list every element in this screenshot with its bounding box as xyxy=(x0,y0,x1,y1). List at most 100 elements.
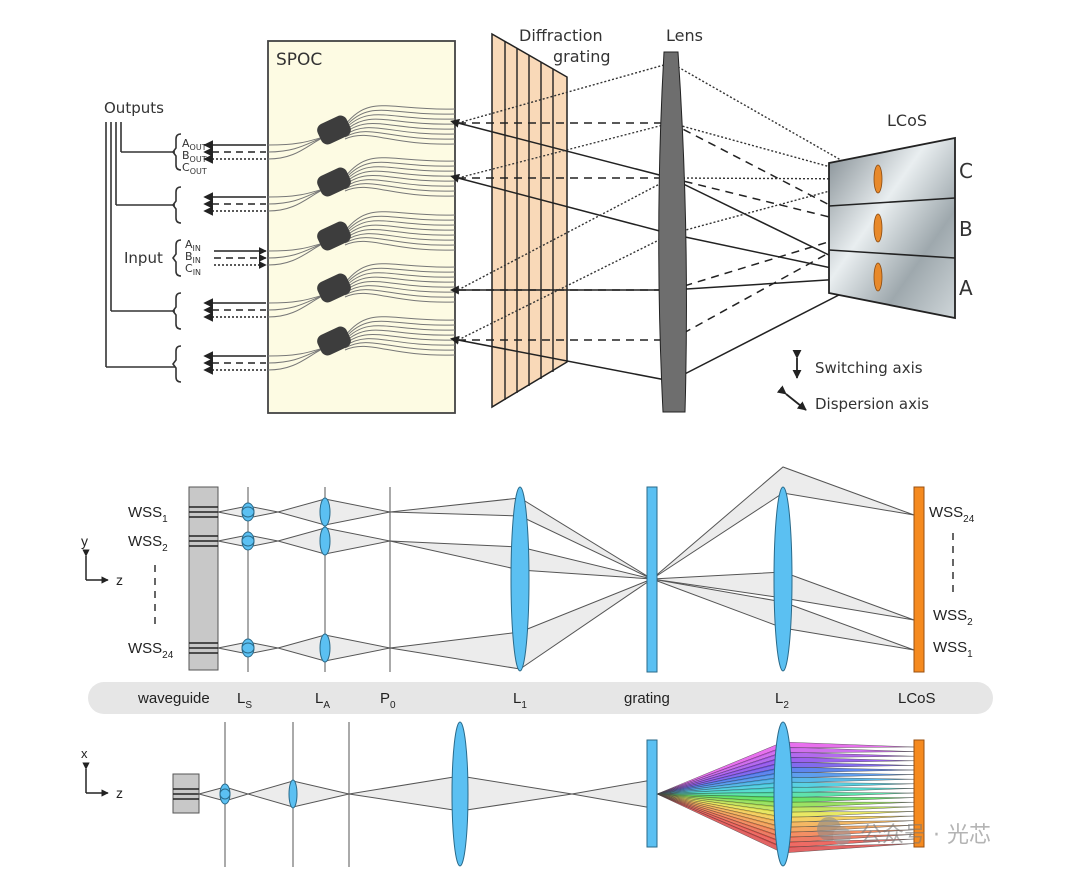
coupler xyxy=(317,326,351,356)
dispersion-axis-label: Dispersion axis xyxy=(815,395,929,413)
beam-b xyxy=(670,122,875,229)
yz-beam xyxy=(276,634,391,662)
spectral-ray xyxy=(782,771,915,779)
left-label-wss24: WSS24 xyxy=(128,640,174,661)
output-waveguide xyxy=(344,229,456,240)
component-waveguide: waveguide xyxy=(137,690,210,707)
beam-c xyxy=(457,62,672,124)
component-la: LA xyxy=(315,690,330,711)
left-label-wss2: WSS2 xyxy=(128,533,168,554)
l2-lens-yz xyxy=(773,486,793,672)
spectral-ray xyxy=(782,766,915,774)
output-waveguide xyxy=(344,345,456,356)
xz-beam xyxy=(571,779,653,809)
output-waveguide xyxy=(344,220,456,236)
svg-text:CIN: CIN xyxy=(185,262,201,277)
spectral-ray xyxy=(782,756,915,764)
output-waveguide xyxy=(344,186,456,197)
output-waveguide xyxy=(344,175,456,186)
beam-c xyxy=(457,122,672,179)
output-waveguide xyxy=(344,109,456,128)
output-waveguide xyxy=(344,285,456,294)
lcos-yz xyxy=(913,486,925,673)
yz-beam xyxy=(276,498,391,526)
right-label-wss24: WSS24 xyxy=(929,504,975,525)
output-waveguide xyxy=(344,338,456,347)
right-label-wss2: WSS2 xyxy=(933,607,973,628)
output-waveguide xyxy=(344,179,456,188)
lcos-region-b: B xyxy=(959,217,973,241)
output-waveguide xyxy=(344,114,456,130)
svg-text:AIN: AIN xyxy=(185,238,201,253)
lcos-label: LCoS xyxy=(887,111,927,130)
yz-axes-icon xyxy=(82,549,109,584)
output-waveguide xyxy=(344,215,456,234)
yz-axis-z: z xyxy=(116,572,123,588)
output-waveguide xyxy=(344,240,456,251)
output-waveguide xyxy=(344,342,456,351)
output-waveguide xyxy=(344,325,456,341)
la-lenses xyxy=(319,497,331,663)
lens xyxy=(658,51,687,413)
beam-c xyxy=(670,178,875,235)
output-waveguide xyxy=(344,224,456,238)
spoc-label: SPOC xyxy=(276,50,322,70)
waveguide-channels xyxy=(189,506,218,654)
svg-text:BOUT: BOUT xyxy=(182,149,207,164)
beam-a xyxy=(450,173,672,235)
output-waveguide xyxy=(344,276,456,290)
lcos-mirror-b xyxy=(873,213,883,243)
xz-axes-icon xyxy=(82,762,109,797)
beam-b xyxy=(670,227,875,291)
output-waveguide xyxy=(344,118,456,132)
top-diagram: Outputs AOUT BOUT COUT Input xyxy=(104,26,973,414)
port-arrows xyxy=(203,140,267,375)
output-waveguide xyxy=(344,281,456,292)
component-grating: grating xyxy=(624,690,670,707)
output-waveguide xyxy=(344,211,456,232)
output-waveguide xyxy=(344,166,456,182)
beam-c xyxy=(670,62,875,180)
coupler xyxy=(317,115,351,145)
lcos-mirror-a xyxy=(873,262,883,292)
in-port-labels: AIN BIN CIN xyxy=(185,238,201,277)
dispersion-fan xyxy=(571,741,915,854)
xz-beams xyxy=(197,775,573,812)
diffraction-grating xyxy=(491,32,568,409)
lcos-xz xyxy=(913,739,925,848)
output-waveguide xyxy=(344,320,456,339)
coupler xyxy=(317,221,351,251)
ls-lenses xyxy=(241,502,255,658)
output-waveguide xyxy=(344,272,456,288)
beam-a xyxy=(450,335,672,382)
output-waveguide xyxy=(344,237,456,246)
watermark: 公众号 · 光芯 xyxy=(817,817,991,848)
output-waveguide xyxy=(344,329,456,343)
l2-lens-xz xyxy=(773,721,793,867)
output-waveguide xyxy=(344,267,456,286)
output-waveguide xyxy=(344,233,456,242)
component-l2: L2 xyxy=(775,690,789,711)
beam-b xyxy=(670,227,875,341)
output-waveguide xyxy=(344,334,456,345)
grating-label-line2: grating xyxy=(553,47,611,66)
svg-text:COUT: COUT xyxy=(182,161,207,176)
output-waveguide xyxy=(344,170,456,184)
output-waveguide xyxy=(344,292,456,303)
xz-view: x z xyxy=(81,721,925,867)
spoc-waveguides xyxy=(267,105,456,371)
coupler xyxy=(317,273,351,303)
lens-label: Lens xyxy=(666,26,703,45)
lcos-mirror-c xyxy=(873,164,883,194)
beam-c xyxy=(670,122,875,180)
coupler xyxy=(317,167,351,197)
outputs-label: Outputs xyxy=(104,99,164,117)
component-l1: L1 xyxy=(513,690,527,711)
svg-text:AOUT: AOUT xyxy=(182,137,207,152)
left-label-wss1: WSS1 xyxy=(128,504,168,525)
input-label: Input xyxy=(124,249,163,267)
component-p0: P0 xyxy=(380,690,396,711)
grating-label-line1: Diffraction xyxy=(519,26,603,45)
output-waveguide xyxy=(344,316,456,337)
output-waveguide xyxy=(344,183,456,192)
